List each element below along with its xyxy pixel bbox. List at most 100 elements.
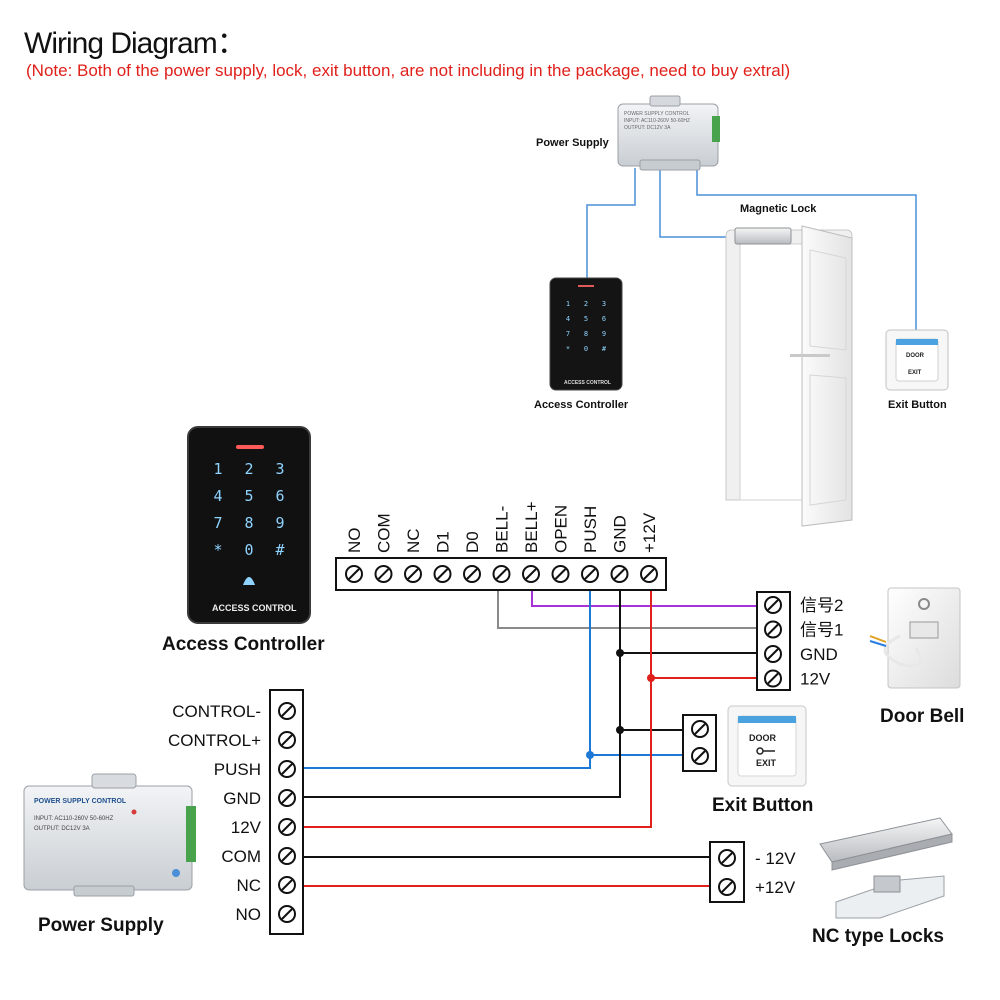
nc-lock-device xyxy=(819,817,953,919)
screw-terminal xyxy=(278,847,296,865)
wire-gnd xyxy=(300,586,621,798)
nc-lock-terminal-block: - 12V +12V xyxy=(709,841,796,903)
power-supply-terminal-block: CONTROL- CONTROL+ PUSH GND 12V COM NC NO xyxy=(168,689,304,935)
terminal-label: 12V xyxy=(231,818,262,837)
exit-face-exit: EXIT xyxy=(756,758,777,768)
screw-terminal xyxy=(764,620,782,639)
terminal-label: GND xyxy=(223,789,261,808)
keypad-key: 9 xyxy=(602,330,606,338)
screw-terminal xyxy=(691,720,709,738)
top-wire-controller xyxy=(586,168,636,283)
svg-text:EXIT: EXIT xyxy=(908,370,922,376)
svg-text:DOOR: DOOR xyxy=(906,353,925,359)
svg-text:INPUT: AC110-260V 50-60HZ: INPUT: AC110-260V 50-60HZ xyxy=(624,118,690,124)
ps-device-output: OUTPUT: DC12V 3A xyxy=(34,826,90,832)
keypad-key: 3 xyxy=(275,460,284,478)
screw-terminal xyxy=(492,565,511,583)
terminal-label: COM xyxy=(375,513,394,553)
keypad-key: # xyxy=(602,345,607,353)
terminal-label: NO xyxy=(345,528,364,554)
keypad-key: 1 xyxy=(566,300,570,308)
magnetic-lock-label: Magnetic Lock xyxy=(740,203,817,215)
keypad-key: 3 xyxy=(602,300,606,308)
keypad-key: 2 xyxy=(244,460,253,478)
page-note: (Note: Both of the power supply, lock, e… xyxy=(26,61,791,80)
terminal-label: GND xyxy=(611,515,630,553)
keypad-key: 1 xyxy=(213,460,222,478)
terminal-label: 信号2 xyxy=(800,596,843,615)
svg-text:POWER SUPPLY CONTROL: POWER SUPPLY CONTROL xyxy=(624,111,690,117)
terminal-label: - 12V xyxy=(755,849,796,868)
screw-terminal xyxy=(404,565,422,583)
screw-terminal xyxy=(691,747,709,765)
keypad-key: 6 xyxy=(602,315,606,323)
ps-device-input: INPUT: AC110-260V 50-60HZ xyxy=(34,816,114,822)
terminal-label: 信号1 xyxy=(800,621,843,640)
keypad-key: 0 xyxy=(584,345,588,353)
screw-terminal xyxy=(718,878,736,896)
screw-terminal xyxy=(640,565,658,583)
exit-button-device: DOOR EXIT xyxy=(727,705,807,787)
wire-push-psu xyxy=(300,755,591,769)
terminal-label: D0 xyxy=(463,531,482,553)
wire-bell-plus xyxy=(531,586,758,607)
terminal-label: CONTROL- xyxy=(172,702,261,721)
junction-dot xyxy=(647,674,655,682)
keypad-key: 8 xyxy=(244,514,253,532)
keypad-key: 6 xyxy=(275,487,284,505)
screw-terminal xyxy=(463,565,481,583)
screw-terminal xyxy=(278,789,296,807)
top-wire-exit xyxy=(696,168,917,330)
junction-dot xyxy=(616,649,624,657)
screw-terminal xyxy=(278,876,296,894)
exit-face-door: DOOR xyxy=(749,733,777,743)
keypad-key: * xyxy=(566,345,570,353)
screw-terminal xyxy=(278,905,296,923)
terminal-label: COM xyxy=(221,847,261,866)
wire-bell-minus xyxy=(497,586,758,629)
top-exit-button: DOOR EXIT xyxy=(885,329,949,391)
screw-terminal xyxy=(522,565,540,583)
access-controller-label: Access Controller xyxy=(162,634,325,655)
top-power-supply-label: Power Supply xyxy=(536,137,610,149)
wires xyxy=(300,586,758,887)
screw-terminal xyxy=(581,565,599,583)
terminal-label: PUSH xyxy=(214,760,261,779)
svg-text:ACCESS CONTROL: ACCESS CONTROL xyxy=(564,380,611,386)
exit-button-terminal-block xyxy=(682,714,717,772)
screw-terminal xyxy=(374,565,393,583)
terminal-label: +12V xyxy=(755,878,796,897)
door-bell-label: Door Bell xyxy=(880,706,964,727)
top-power-supply: POWER SUPPLY CONTROL INPUT: AC110-260V 5… xyxy=(617,95,720,171)
junction-dot xyxy=(616,726,624,734)
door-illustration xyxy=(725,225,853,527)
terminal-label: CONTROL+ xyxy=(168,731,261,750)
keypad-key: 5 xyxy=(244,487,253,505)
keypad-key: 8 xyxy=(584,330,588,338)
svg-text:OUTPUT: DC12V 3A: OUTPUT: DC12V 3A xyxy=(624,125,671,131)
terminal-label: NO xyxy=(236,905,262,924)
screw-terminal xyxy=(718,849,736,867)
device-panel-text: ACCESS CONTROL xyxy=(212,603,297,613)
keypad-key: 7 xyxy=(566,330,570,338)
keypad-key: * xyxy=(213,541,222,559)
terminal-label: PUSH xyxy=(581,506,600,553)
top-exit-button-label: Exit Button xyxy=(888,399,947,411)
nc-lock-label: NC type Locks xyxy=(812,926,944,947)
keypad-key: # xyxy=(275,541,284,559)
terminal-label: NC xyxy=(236,876,261,895)
terminal-label: +12V xyxy=(640,512,659,553)
screw-terminal xyxy=(551,565,570,583)
terminal-label: NC xyxy=(404,528,423,553)
terminal-label: OPEN xyxy=(552,505,571,553)
terminal-label: D1 xyxy=(434,531,453,553)
top-wiring xyxy=(586,168,917,330)
page-title: Wiring Diagram： xyxy=(24,27,247,60)
keypad-key: 5 xyxy=(584,315,588,323)
screw-terminal xyxy=(278,818,296,836)
wire-12v xyxy=(300,586,652,828)
